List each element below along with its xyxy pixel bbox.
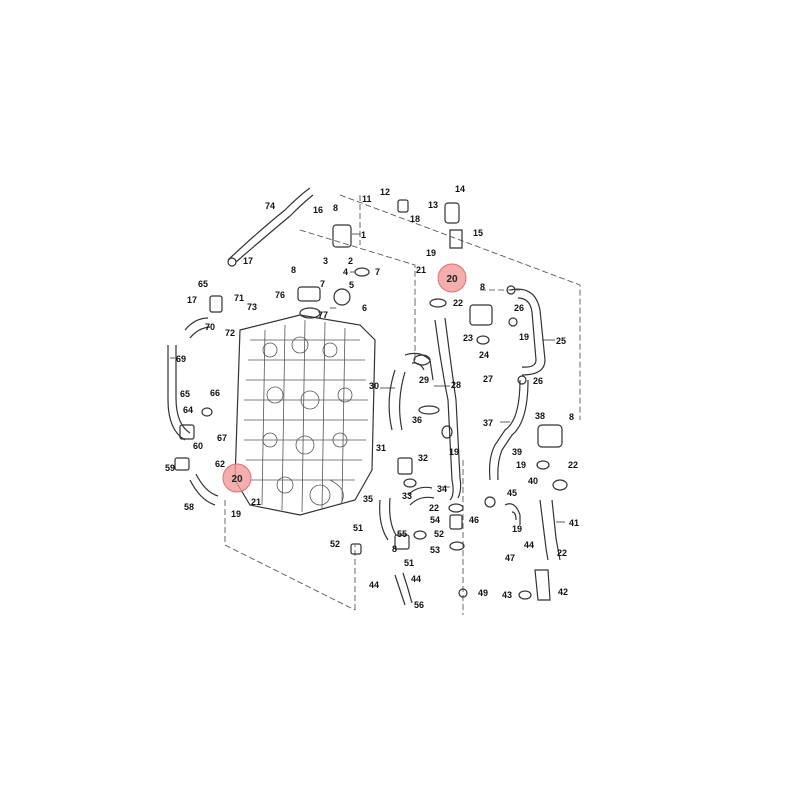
part-label: 22 xyxy=(429,503,439,513)
part-label: 19 xyxy=(519,332,529,342)
part-label: 17 xyxy=(243,256,253,266)
part-label: 16 xyxy=(313,205,323,215)
part-label: 54 xyxy=(430,515,440,525)
part-label: 65 xyxy=(180,389,190,399)
part-label: 34 xyxy=(437,484,447,494)
part-label: 8 xyxy=(392,544,397,554)
part-label: 74 xyxy=(265,201,275,211)
part-label: 40 xyxy=(528,476,538,486)
part-label: 12 xyxy=(380,187,390,197)
part-label: 60 xyxy=(193,441,203,451)
part-label: 59 xyxy=(165,463,175,473)
part-label: 38 xyxy=(535,411,545,421)
part-label: 52 xyxy=(330,539,340,549)
part-label: 49 xyxy=(478,588,488,598)
part-label: 6 xyxy=(362,303,367,313)
leader-lines xyxy=(170,233,565,523)
part-label: 46 xyxy=(469,515,479,525)
part-label: 4 xyxy=(343,267,348,277)
part-label: 77 xyxy=(318,310,328,320)
part-label: 22 xyxy=(557,548,567,558)
part-label: 43 xyxy=(502,590,512,600)
part-label: 8 xyxy=(480,282,485,292)
part-label: 51 xyxy=(353,523,363,533)
part-label: 45 xyxy=(507,488,517,498)
part-label: 62 xyxy=(215,459,225,469)
callout-20-upper-text: 20 xyxy=(446,274,458,285)
part-label: 7 xyxy=(375,267,380,277)
callout-20-upper[interactable]: 20 xyxy=(437,263,467,293)
part-label: 71 xyxy=(234,293,244,303)
hoses xyxy=(167,187,561,606)
part-label: 36 xyxy=(412,415,422,425)
fittings xyxy=(174,199,568,600)
part-label: 3 xyxy=(323,256,328,266)
part-label: 25 xyxy=(556,336,566,346)
part-label: 22 xyxy=(453,298,463,308)
part-label: 37 xyxy=(483,418,493,428)
part-label: 19 xyxy=(231,509,241,519)
part-label: 69 xyxy=(176,354,186,364)
part-label: 23 xyxy=(463,333,473,343)
part-label: 21 xyxy=(416,265,426,275)
callout-20-lower[interactable]: 20 xyxy=(222,463,252,493)
part-label: 72 xyxy=(225,328,235,338)
part-labels: 1 2 3 4 5 6 7 7 8 8 8 8 8 11 12 13 14 15… xyxy=(165,184,579,610)
part-label: 27 xyxy=(483,374,493,384)
part-label: 42 xyxy=(558,587,568,597)
part-label: 13 xyxy=(428,200,438,210)
part-label: 15 xyxy=(473,228,483,238)
part-label: 8 xyxy=(333,203,338,213)
part-label: 28 xyxy=(451,380,461,390)
part-label: 19 xyxy=(449,447,459,457)
part-label: 1 xyxy=(361,230,366,240)
part-label: 51 xyxy=(404,558,414,568)
part-label: 66 xyxy=(210,388,220,398)
part-label: 52 xyxy=(434,529,444,539)
part-label: 19 xyxy=(512,524,522,534)
part-label: 47 xyxy=(505,553,515,563)
part-label: 8 xyxy=(569,412,574,422)
part-label: 64 xyxy=(183,405,193,415)
part-label: 19 xyxy=(516,460,526,470)
part-label: 26 xyxy=(514,303,524,313)
part-label: 8 xyxy=(291,265,296,275)
part-label: 39 xyxy=(512,447,522,457)
part-label: 22 xyxy=(568,460,578,470)
part-label: 44 xyxy=(411,574,421,584)
part-label: 56 xyxy=(414,600,424,610)
part-label: 18 xyxy=(410,214,420,224)
part-label: 41 xyxy=(569,518,579,528)
part-label: 11 xyxy=(362,194,372,204)
part-label: 31 xyxy=(376,443,386,453)
part-label: 67 xyxy=(217,433,227,443)
part-label: 5 xyxy=(349,280,354,290)
part-label: 44 xyxy=(524,540,534,550)
engine-block xyxy=(234,314,376,516)
part-label: 19 xyxy=(426,248,436,258)
part-label: 24 xyxy=(479,350,489,360)
part-label: 32 xyxy=(418,453,428,463)
callout-20-lower-text: 20 xyxy=(231,474,243,485)
part-label: 26 xyxy=(533,376,543,386)
part-label: 14 xyxy=(455,184,465,194)
part-label: 55 xyxy=(397,529,407,539)
part-label: 33 xyxy=(402,491,412,501)
part-label: 58 xyxy=(184,502,194,512)
part-label: 73 xyxy=(247,302,257,312)
part-label: 65 xyxy=(198,279,208,289)
part-label: 2 xyxy=(348,256,353,266)
part-label: 17 xyxy=(187,295,197,305)
part-label: 70 xyxy=(205,322,215,332)
part-label: 7 xyxy=(320,279,325,289)
part-label: 76 xyxy=(275,290,285,300)
part-label: 44 xyxy=(369,580,379,590)
part-label: 53 xyxy=(430,545,440,555)
part-label: 21 xyxy=(251,497,261,507)
part-label: 35 xyxy=(363,494,373,504)
part-label: 30 xyxy=(369,381,379,391)
part-label: 29 xyxy=(419,375,429,385)
